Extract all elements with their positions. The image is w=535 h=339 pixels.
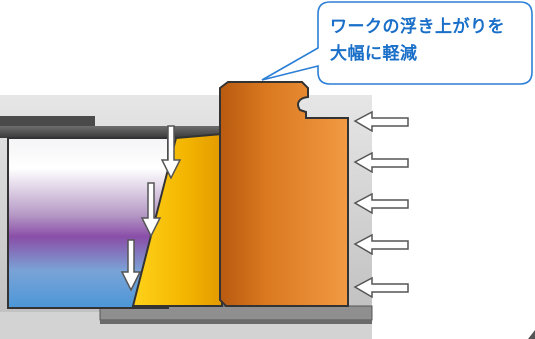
callout-line-2: 大幅に軽減 (330, 44, 418, 64)
arrow-left-icon (353, 233, 409, 256)
workpiece (219, 81, 349, 307)
callout-text: ワークの浮き上がりを 大幅に軽減 (330, 14, 530, 68)
arrow-down-icon (120, 239, 142, 292)
arrow-left-icon (353, 192, 409, 215)
arrow-left-icon (353, 110, 409, 133)
arrow-down-icon (160, 125, 182, 180)
top-plate (0, 116, 95, 126)
corner-mark (528, 330, 535, 339)
arrow-left-icon (353, 151, 409, 174)
arrow-left-icon (353, 276, 409, 299)
callout-bubble (261, 1, 533, 85)
callout-line-1: ワークの浮き上がりを (330, 17, 505, 37)
base-plate-shadow (100, 320, 372, 324)
wedge (131, 132, 223, 307)
arrow-down-icon (140, 182, 162, 238)
